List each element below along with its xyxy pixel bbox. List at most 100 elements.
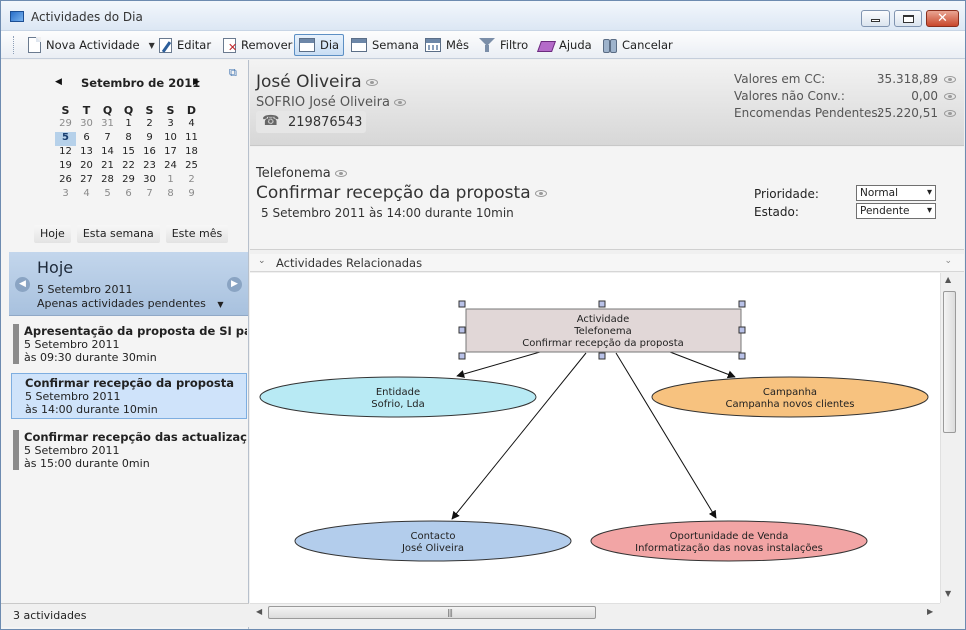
calendar-day[interactable]: 1 xyxy=(167,174,174,185)
collapse-icon[interactable]: ⌄ xyxy=(944,256,952,266)
horizontal-scrollbar[interactable]: ◀ ||| ▶ xyxy=(250,603,940,620)
vertical-scrollbar[interactable]: ▲ ▼ xyxy=(940,273,957,603)
eye-icon[interactable] xyxy=(365,78,378,86)
cancel-button[interactable]: Cancelar xyxy=(596,34,678,56)
list-item[interactable]: Confirmar recepção das actualizações 5 S… xyxy=(11,428,247,474)
calendar-day[interactable]: 25 xyxy=(185,160,198,171)
popout-icon[interactable]: ⧉ xyxy=(229,66,237,79)
filter-button[interactable]: Filtro xyxy=(474,34,533,56)
this-week-button[interactable]: Esta semana xyxy=(76,225,160,243)
calendar-day[interactable]: 8 xyxy=(125,132,132,143)
calendar-day[interactable]: 3 xyxy=(167,118,174,129)
edit-button[interactable]: Editar xyxy=(154,34,216,56)
phone-box[interactable]: ☎ 219876543 xyxy=(256,111,366,133)
list-item[interactable]: Apresentação da proposta de SI para... 5… xyxy=(11,322,247,368)
entity-node[interactable] xyxy=(259,376,537,418)
resize-handle[interactable] xyxy=(738,326,746,334)
calendar-day[interactable]: 21 xyxy=(101,160,114,171)
resize-handle[interactable] xyxy=(458,326,466,334)
calendar-day[interactable]: 9 xyxy=(146,132,153,143)
resize-handle[interactable] xyxy=(458,352,466,360)
remove-button[interactable]: Remover xyxy=(218,34,297,56)
calendar-day[interactable]: 19 xyxy=(59,160,72,171)
this-month-button[interactable]: Este mês xyxy=(165,225,229,243)
calendar-day[interactable]: 20 xyxy=(80,160,93,171)
calendar-day[interactable]: 24 xyxy=(164,160,177,171)
calendar-day[interactable]: 29 xyxy=(59,118,72,129)
calendar-day[interactable]: 9 xyxy=(188,188,195,199)
resize-handle[interactable] xyxy=(738,352,746,360)
calendar-day[interactable]: 7 xyxy=(104,132,111,143)
calendar-day[interactable]: 6 xyxy=(125,188,132,199)
previous-day-icon[interactable]: ◀ xyxy=(15,277,30,292)
calendar-day[interactable]: 27 xyxy=(80,174,93,185)
calendar-day[interactable]: 30 xyxy=(80,118,93,129)
eye-icon[interactable] xyxy=(944,110,956,117)
scroll-right-icon[interactable]: ▶ xyxy=(927,607,934,616)
eye-icon[interactable] xyxy=(393,99,406,106)
eye-icon[interactable] xyxy=(944,93,956,100)
related-activities-header[interactable]: ⌄ Actividades Relacionadas ⌄ xyxy=(250,254,964,272)
calendar-day[interactable]: 26 xyxy=(59,174,72,185)
help-button[interactable]: Ajuda xyxy=(533,34,597,56)
next-day-icon[interactable]: ▶ xyxy=(227,277,242,292)
calendar-day[interactable]: 4 xyxy=(188,118,195,129)
horizontal-scroll-thumb[interactable]: ||| xyxy=(268,606,596,619)
calendar-day[interactable]: 11 xyxy=(185,132,198,143)
week-view-button[interactable]: Semana xyxy=(346,34,424,56)
calendar-day[interactable]: 5 xyxy=(104,188,111,199)
calendar-day[interactable]: 17 xyxy=(164,146,177,157)
pending-filter-dropdown[interactable]: Apenas actividades pendentes ▼ xyxy=(37,297,224,310)
selection-handles[interactable] xyxy=(458,300,746,360)
calendar-day[interactable]: 30 xyxy=(143,174,156,185)
calendar-day[interactable]: 4 xyxy=(83,188,90,199)
calendar-day[interactable]: 16 xyxy=(143,146,156,157)
maximize-button[interactable] xyxy=(894,10,922,27)
resize-handle[interactable] xyxy=(598,300,606,308)
scroll-left-icon[interactable]: ◀ xyxy=(256,607,263,616)
dropdown-arrow-icon[interactable]: ▼ xyxy=(148,40,155,50)
previous-month-icon[interactable]: ◀ xyxy=(55,77,62,87)
opportunity-node[interactable] xyxy=(590,520,868,562)
calendar-day[interactable]: 31 xyxy=(101,118,114,129)
calendar-day[interactable]: 2 xyxy=(188,174,195,185)
eye-icon[interactable] xyxy=(334,170,347,177)
calendar-day[interactable]: 28 xyxy=(101,174,114,185)
list-item-selected[interactable]: Confirmar recepção da proposta 5 Setembr… xyxy=(11,373,247,419)
calendar-day[interactable]: 15 xyxy=(122,146,135,157)
scroll-down-icon[interactable]: ▼ xyxy=(945,589,952,598)
calendar-day[interactable]: 8 xyxy=(167,188,174,199)
calendar-day[interactable]: 1 xyxy=(125,118,132,129)
vertical-scroll-thumb[interactable] xyxy=(943,291,956,433)
calendar-day[interactable]: 29 xyxy=(122,174,135,185)
calendar-day[interactable]: 5 xyxy=(55,132,76,146)
state-select[interactable]: Pendente xyxy=(856,203,936,219)
minimize-button[interactable] xyxy=(861,10,890,27)
calendar-day[interactable]: 23 xyxy=(143,160,156,171)
toolbar-grip[interactable] xyxy=(13,36,16,54)
resize-handle[interactable] xyxy=(598,352,606,360)
calendar-day[interactable]: 2 xyxy=(146,118,153,129)
resize-handle[interactable] xyxy=(738,300,746,308)
eye-icon[interactable] xyxy=(534,189,547,197)
scroll-up-icon[interactable]: ▲ xyxy=(945,275,952,284)
resize-handle[interactable] xyxy=(458,300,466,308)
calendar-day[interactable]: 14 xyxy=(101,146,114,157)
campaign-node[interactable] xyxy=(651,376,929,418)
close-button[interactable]: ✕ xyxy=(926,10,959,27)
next-month-icon[interactable]: ▶ xyxy=(193,77,200,87)
day-view-button[interactable]: Dia xyxy=(294,34,345,56)
calendar-day[interactable]: 7 xyxy=(146,188,153,199)
today-button[interactable]: Hoje xyxy=(34,225,71,243)
calendar-day[interactable]: 12 xyxy=(59,146,72,157)
contact-node[interactable] xyxy=(294,520,572,562)
calendar-day[interactable]: 22 xyxy=(122,160,135,171)
calendar-day[interactable]: 6 xyxy=(83,132,90,143)
calendar-day[interactable]: 18 xyxy=(185,146,198,157)
priority-select[interactable]: Normal xyxy=(856,185,936,201)
new-activity-button[interactable]: Nova Actividade ▼ xyxy=(23,34,160,56)
calendar-day[interactable]: 3 xyxy=(62,188,69,199)
related-diagram[interactable]: Actividade Telefonema Confirmar recepção… xyxy=(250,273,940,603)
calendar-day[interactable]: 10 xyxy=(164,132,177,143)
eye-icon[interactable] xyxy=(944,76,956,83)
